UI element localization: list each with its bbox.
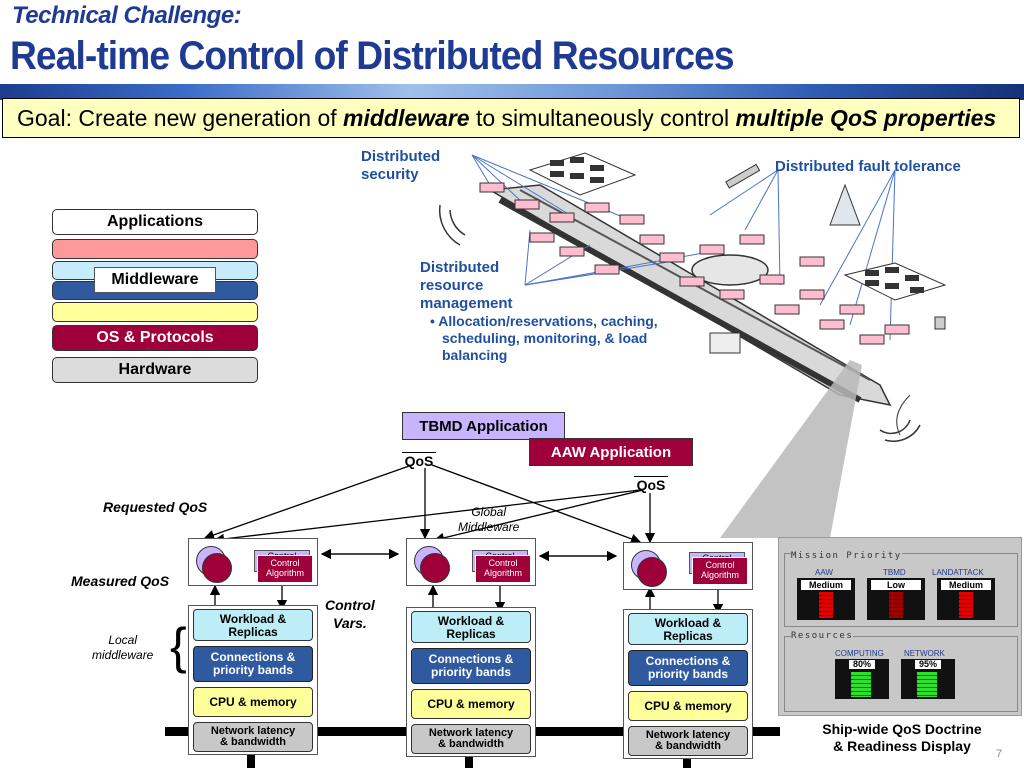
stack-layer-yellow xyxy=(52,302,258,322)
mission-tbmd-label: TBMD xyxy=(883,568,906,577)
terminal xyxy=(934,316,946,330)
node-3-network: Network latency & bandwidth xyxy=(628,726,748,756)
node-2-workload: Workload & Replicas xyxy=(411,611,531,643)
mission-aaw-label: AAW xyxy=(815,568,833,577)
radio-waves xyxy=(438,204,921,442)
node-2-network: Network latency & bandwidth xyxy=(411,724,531,754)
stack-middleware: Middleware xyxy=(94,267,216,293)
node-3-connections: Connections & priority bands xyxy=(628,650,748,686)
resource-computing-value: 80% xyxy=(849,660,875,669)
label-resource-bullet: • Allocation/reservations, caching, sche… xyxy=(430,313,658,363)
resource-network-bar xyxy=(917,672,937,697)
node-1-control-algorithm: Control Algorithm xyxy=(257,555,313,583)
aaw-application: AAW Application xyxy=(529,438,693,466)
mission-priority-title: Mission Priority xyxy=(791,551,902,561)
resource-computing-bar xyxy=(851,672,871,697)
mission-tbmd-bar xyxy=(889,592,903,618)
operator-console xyxy=(709,332,741,354)
goal-em-middleware: middleware xyxy=(343,105,470,131)
goal-banner: Goal: Create new generation of middlewar… xyxy=(2,98,1020,138)
label-requested-qos: Requested QoS xyxy=(103,499,208,515)
node-3-stack: Workload & Replicas Connections & priori… xyxy=(623,609,753,759)
node-2-top: Control Control Algorithm xyxy=(406,538,536,586)
stack-applications: Applications xyxy=(52,209,258,235)
label-distributed-resource-management: Distributed resource management xyxy=(420,259,513,312)
label-distributed-fault-tolerance: Distributed fault tolerance xyxy=(775,158,961,175)
page-title: Real-time Control of Distributed Resourc… xyxy=(10,34,735,78)
label-control-vars: Control Vars. xyxy=(325,597,375,631)
label-local-middleware: Local middleware xyxy=(92,633,154,662)
page-number: 7 xyxy=(996,748,1003,760)
node-3-cpu: CPU & memory xyxy=(628,691,748,721)
goal-em-qos: multiple QoS properties xyxy=(735,105,997,131)
node-3-workload: Workload & Replicas xyxy=(628,613,748,645)
resource-network-label: NETWORK xyxy=(904,649,945,658)
goal-prefix: Goal: Create new generation of xyxy=(17,105,344,131)
resources-panel xyxy=(784,636,1018,712)
ship-deck xyxy=(487,184,892,407)
mission-aaw-bar xyxy=(819,592,833,618)
node-2-cpu: CPU & memory xyxy=(411,689,531,719)
mission-landattack-label: LANDATTACK xyxy=(932,568,984,577)
resource-computing-label: COMPUTING xyxy=(835,649,884,658)
mission-tbmd-level: Low xyxy=(871,580,921,590)
node-1-cpu: CPU & memory xyxy=(193,687,313,717)
node-2-stack: Workload & Replicas Connections & priori… xyxy=(406,607,536,757)
cable xyxy=(896,394,911,436)
node-1-connections: Connections & priority bands xyxy=(193,646,313,682)
qos-aaw: QoS xyxy=(634,476,668,493)
bullet-text: Allocation/reservations, caching, schedu… xyxy=(438,313,658,363)
mission-landattack-level: Medium xyxy=(941,580,991,590)
tbmd-application: TBMD Application xyxy=(402,412,565,440)
network-lines xyxy=(471,154,896,341)
node-2-circle-front xyxy=(420,553,450,583)
mission-aaw-gauge: Medium xyxy=(797,578,855,620)
server-blocks xyxy=(479,182,910,345)
node-1-workload: Workload & Replicas xyxy=(193,609,313,641)
mission-aaw-level: Medium xyxy=(801,580,851,590)
node-1-stack: Workload & Replicas Connections & priori… xyxy=(188,605,318,755)
projection-beam xyxy=(720,360,862,538)
stack-hardware: Hardware xyxy=(52,357,258,383)
node-3-control-algorithm: Control Algorithm xyxy=(692,557,748,585)
node-1-circle-front xyxy=(202,553,232,583)
resource-network-value: 95% xyxy=(915,660,941,669)
goal-middle: to simultaneously control xyxy=(469,105,736,131)
kicker-title: Technical Challenge: xyxy=(12,2,242,29)
ship-illustration xyxy=(438,152,947,442)
rack-left xyxy=(528,152,637,196)
header-band xyxy=(0,84,1024,100)
resource-computing-gauge: 80% xyxy=(835,659,889,699)
stack-layer-pink xyxy=(52,239,258,259)
rack-right xyxy=(843,262,947,301)
node-2-control-algorithm: Control Algorithm xyxy=(475,555,531,583)
mission-landattack-bar xyxy=(959,592,973,618)
label-global-middleware: Global Middleware xyxy=(458,505,520,534)
display-caption: Ship-wide QoS Doctrine & Readiness Displ… xyxy=(822,721,982,754)
resource-network-gauge: 95% xyxy=(901,659,955,699)
antenna xyxy=(725,163,861,226)
stack-os-protocols: OS & Protocols xyxy=(52,325,258,351)
node-2-connections: Connections & priority bands xyxy=(411,648,531,684)
node-1-network: Network latency & bandwidth xyxy=(193,722,313,752)
node-3-top: Control Control Algorithm xyxy=(623,542,753,590)
node-3-circle-front xyxy=(637,557,667,587)
readiness-display: Mission Priority AAW TBMD LANDATTACK Med… xyxy=(778,537,1022,716)
label-distributed-security: Distributed security xyxy=(361,148,441,183)
label-measured-qos: Measured QoS xyxy=(71,573,170,589)
node-1-top: Control Control Algorithm xyxy=(188,538,318,586)
resources-title: Resources xyxy=(791,631,854,641)
mission-tbmd-gauge: Low xyxy=(867,578,925,620)
brace-icon: { xyxy=(170,618,187,674)
mission-landattack-gauge: Medium xyxy=(937,578,995,620)
